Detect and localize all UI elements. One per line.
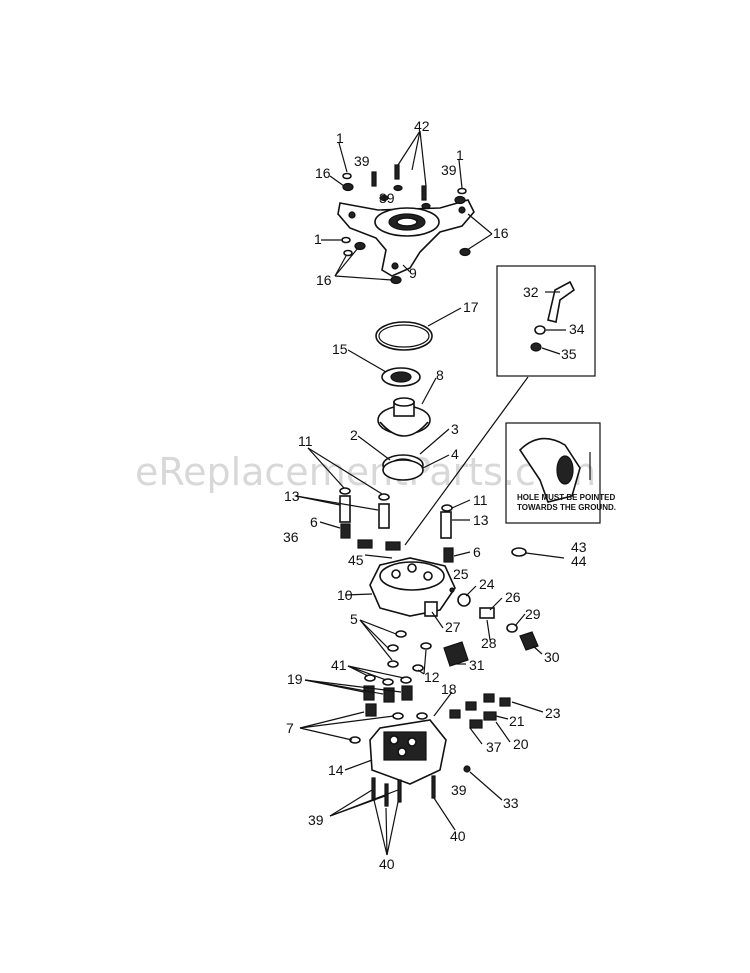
callout-17: 17: [463, 299, 479, 315]
callout-4: 4: [451, 446, 459, 462]
callout-23: 23: [545, 705, 561, 721]
callout-13-a: 13: [284, 488, 300, 504]
callout-1-b: 1: [456, 147, 464, 163]
pump-body: [344, 539, 565, 617]
callout-19: 19: [287, 671, 303, 687]
callout-24: 24: [479, 576, 495, 592]
callout-15: 15: [332, 341, 348, 357]
inset-note-line1: HOLE MUST BE POINTED: [517, 493, 615, 502]
mounting-flange: [337, 199, 475, 277]
callout-29: 29: [525, 606, 541, 622]
callout-16-a: 16: [315, 165, 331, 181]
callout-28: 28: [481, 635, 497, 651]
callout-7: 7: [286, 720, 294, 736]
callout-39-c: 39: [441, 162, 457, 178]
callout-26: 26: [505, 589, 521, 605]
manifold-valves-41-19-7: [299, 665, 428, 744]
callout-35: 35: [561, 346, 577, 362]
callout-10: 10: [337, 587, 353, 603]
inset-fitting-box: [404, 265, 596, 546]
callout-12: 12: [424, 669, 440, 685]
callout-37: 37: [486, 739, 502, 755]
callout-45: 45: [348, 552, 364, 568]
callout-13-b: 13: [473, 512, 489, 528]
wobble-plate-8: [377, 377, 437, 437]
oring-17: [375, 307, 462, 351]
callout-43: 43: [571, 539, 587, 555]
outlet-fittings: [431, 585, 543, 655]
callout-9: 9: [409, 265, 417, 281]
callout-2: 2: [350, 427, 358, 443]
valves-5-12: [359, 619, 469, 675]
callout-21: 21: [509, 713, 525, 729]
callout-3: 3: [451, 421, 459, 437]
callout-32: 32: [523, 284, 539, 300]
callout-42: 42: [414, 118, 430, 134]
callout-30: 30: [544, 649, 560, 665]
unloader-parts: [433, 691, 544, 801]
callout-41: 41: [331, 657, 347, 673]
callout-11-b: 11: [473, 492, 488, 508]
flange-screws: [371, 164, 431, 210]
callout-8: 8: [436, 367, 444, 383]
callout-labels: 42 39 39 39 1 1 1 16 16 16 9 32 34 35 17…: [283, 118, 587, 872]
inset-note-line2: TOWARDS THE GROUND.: [517, 503, 616, 512]
bearing-15: [347, 349, 421, 387]
callout-31: 31: [469, 657, 485, 673]
callout-36: 36: [283, 529, 299, 545]
callout-34: 34: [569, 321, 585, 337]
inset-orientation-box: HOLE MUST BE POINTED TOWARDS THE GROUND.: [505, 422, 616, 524]
callout-27: 27: [445, 619, 461, 635]
callout-39-e: 39: [451, 782, 467, 798]
thrust-bearing-2-3-4: [357, 428, 450, 481]
callout-6-a: 6: [310, 514, 318, 530]
pistons: [295, 447, 471, 563]
watermark: eReplacementParts.com: [135, 450, 596, 494]
callout-11-a: 11: [298, 433, 313, 449]
callout-18: 18: [441, 681, 457, 697]
callout-6-b: 6: [473, 544, 481, 560]
callout-16-c: 16: [316, 272, 332, 288]
callout-39-d: 39: [308, 812, 324, 828]
callout-25: 25: [453, 566, 469, 582]
manifold-bolts: [329, 775, 456, 856]
callout-5: 5: [350, 611, 358, 627]
manifold-head: [344, 719, 447, 785]
flange-washers-and-nuts: [341, 172, 471, 285]
callout-20: 20: [513, 736, 529, 752]
callout-33: 33: [503, 795, 519, 811]
callout-40-a: 40: [450, 828, 466, 844]
callout-1-c: 1: [314, 231, 322, 247]
callout-39-a: 39: [354, 153, 370, 169]
callout-16-b: 16: [493, 225, 509, 241]
top-leaders: [321, 130, 493, 281]
callout-39-b: 39: [379, 190, 395, 206]
callout-14: 14: [328, 762, 344, 778]
callout-40-b: 40: [379, 856, 395, 872]
callout-1-a: 1: [336, 130, 344, 146]
callout-44: 44: [571, 553, 587, 569]
